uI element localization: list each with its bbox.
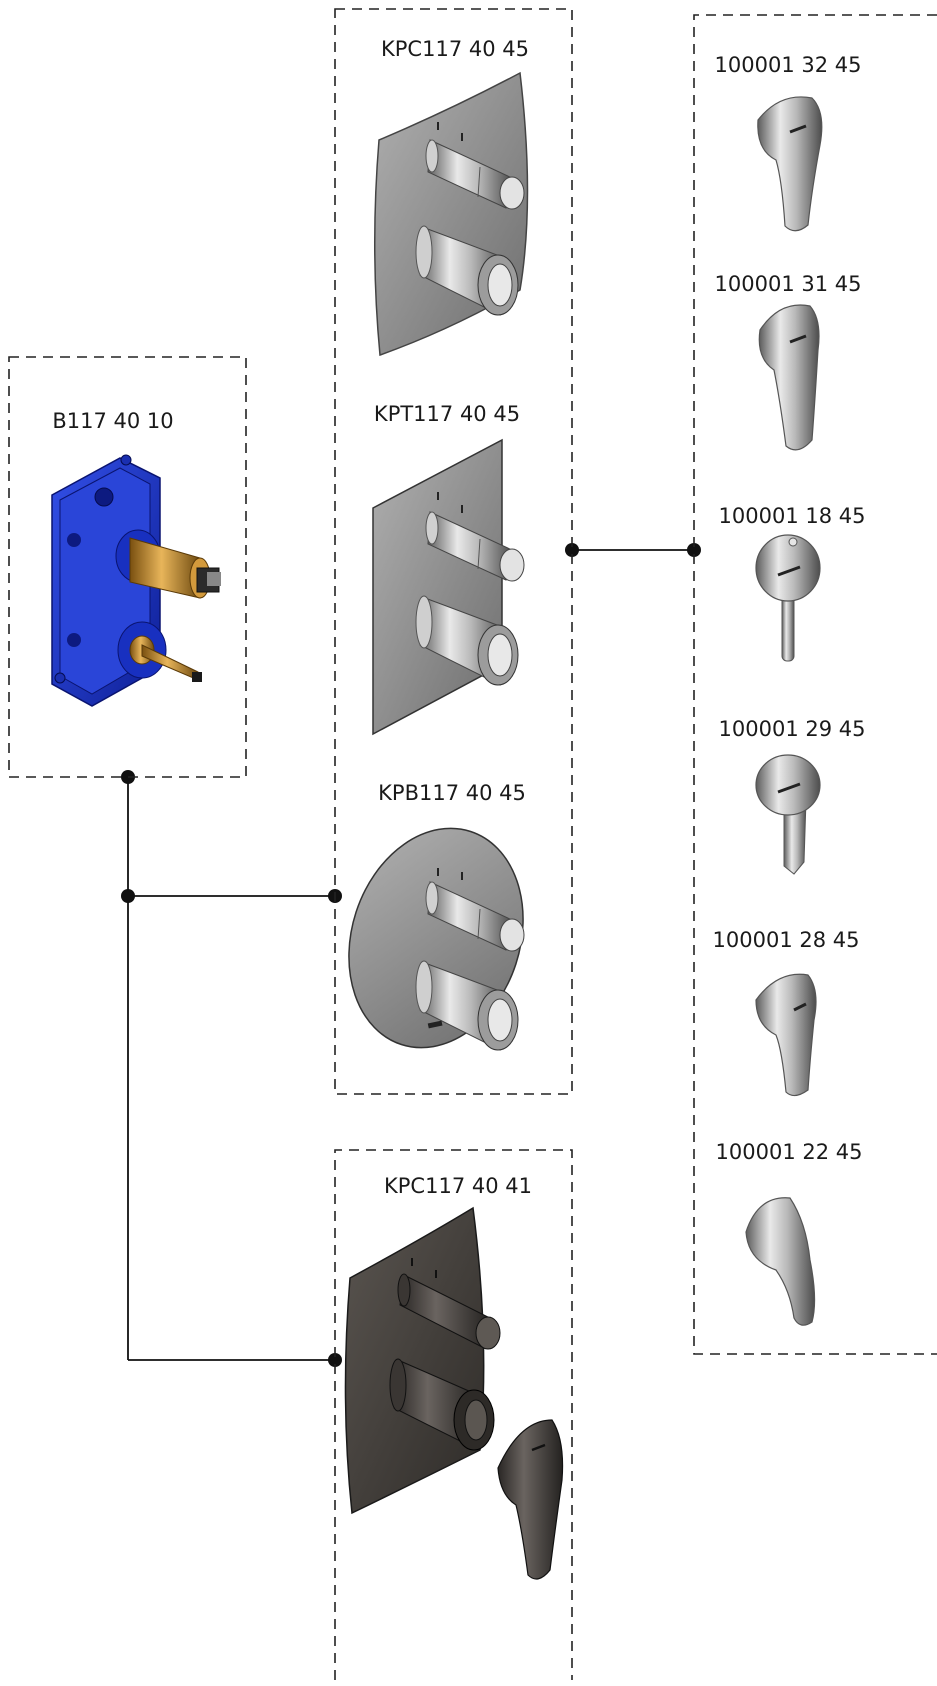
curved-lever-handle-image bbox=[745, 1197, 816, 1326]
handle-label: 100001 22 45 bbox=[716, 1140, 863, 1164]
handle-label: 100001 28 45 bbox=[713, 928, 860, 952]
trim-plate-round-image bbox=[348, 827, 525, 1051]
trim-plate-black-image bbox=[344, 1206, 564, 1580]
black-trim-frame bbox=[334, 1149, 573, 1680]
connector-node bbox=[121, 889, 135, 903]
knob-handle-image bbox=[755, 534, 821, 662]
valve-body-label: B117 40 10 bbox=[52, 409, 173, 433]
connector-node bbox=[328, 1353, 342, 1367]
trim-plate-square-image bbox=[372, 438, 525, 736]
lever-handle-image bbox=[758, 304, 820, 451]
handle-label: 100001 31 45 bbox=[715, 272, 862, 296]
handle-label: 100001 18 45 bbox=[719, 504, 866, 528]
lever-handle-image bbox=[757, 96, 823, 232]
chrome-trims-group: KPC117 40 45 KPT117 40 45 bbox=[334, 8, 573, 1095]
black-trim-group: KPC117 40 41 bbox=[334, 1149, 573, 1680]
trim-plate-curved-image bbox=[373, 71, 529, 357]
handle-label: 100001 29 45 bbox=[719, 717, 866, 741]
trim-label: KPT117 40 45 bbox=[374, 402, 520, 426]
trim-label: KPB117 40 45 bbox=[378, 781, 526, 805]
valve-body-frame bbox=[8, 356, 247, 778]
connector-lines bbox=[121, 543, 701, 1367]
valve-body-group: B117 40 10 bbox=[8, 356, 247, 778]
handles-group: 100001 32 45 100001 31 45 100001 18 45 1… bbox=[693, 14, 937, 1355]
paddle-handle-image bbox=[755, 754, 821, 875]
concealed-valve-body-image bbox=[51, 454, 221, 707]
connector-node bbox=[687, 543, 701, 557]
handles-frame bbox=[693, 14, 937, 1355]
trim-label: KPC117 40 41 bbox=[384, 1174, 532, 1198]
trim-label: KPC117 40 45 bbox=[381, 37, 529, 61]
connector-node bbox=[565, 543, 579, 557]
handle-label: 100001 32 45 bbox=[715, 53, 862, 77]
lever-handle-image bbox=[755, 973, 817, 1097]
